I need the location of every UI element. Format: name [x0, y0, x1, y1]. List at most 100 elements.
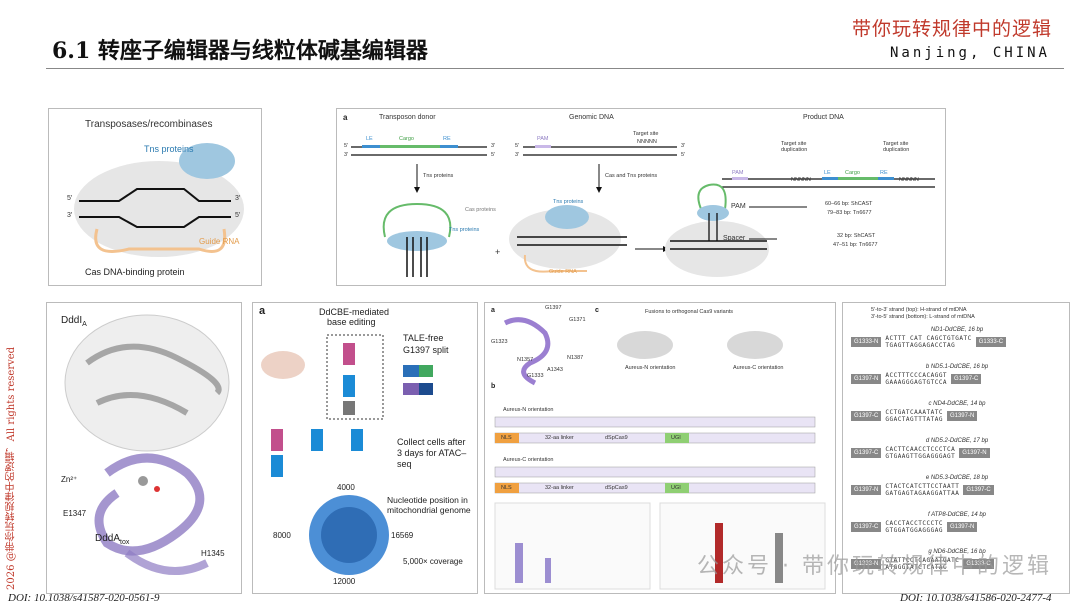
ddi-label-main: DddI [61, 315, 83, 326]
target-dup-label: Target site duplication [781, 141, 808, 153]
cargo-segment [380, 145, 440, 148]
residue-label: E1347 [63, 509, 87, 518]
dda-tox-label: DddAtox [95, 533, 129, 546]
sequence-name: c ND4-DdCBE, 14 bp [928, 401, 986, 407]
panel-letter: c [595, 307, 599, 314]
transposase-title: Transposases/recombinases [85, 119, 213, 130]
residue-label: G1371 [569, 317, 586, 323]
ugi-segment [665, 433, 689, 443]
cargo-label: Cargo [399, 136, 414, 142]
spacer-value: 47–51 bp: Tn6677 [833, 242, 878, 248]
column-heading: Transposon donor [379, 114, 436, 121]
le-segment [362, 145, 380, 148]
tns-protein-blob [179, 143, 235, 179]
integration-loop [697, 183, 727, 210]
le-label: LE [366, 136, 373, 142]
nls-segment [495, 433, 519, 443]
top-strand: CACCTACCTCCCTC [885, 520, 943, 527]
right-tale-box: G1397-N [959, 448, 990, 458]
coverage-label: 5,000× coverage [403, 557, 463, 566]
tns-proteins-label: Tns proteins [553, 199, 584, 205]
orientation-label: Aureus-N orientation [625, 365, 676, 371]
axis-tick: 12000 [333, 577, 356, 586]
left-tale-box: G1397-N [851, 485, 882, 495]
pam-value: 60–66 bp: ShCAST [825, 201, 873, 207]
sequence-name: f ATP8-DdCBE, 14 bp [927, 512, 987, 518]
right-tale-box: G1333-C [975, 337, 1007, 347]
nls-segment [495, 483, 519, 493]
sequence-name: d ND5.2-DdCBE, 17 bp [925, 438, 989, 444]
panel-letter: a [491, 307, 495, 314]
tale-label: G1397 split [403, 345, 449, 355]
linker-label: 32-aa linker [545, 435, 574, 441]
fusions-title: Fusions to orthogonal Cas9 variants [645, 309, 734, 315]
zinc-label: Zn²⁺ [61, 475, 78, 484]
top-strand: ACTTT CAT CAGCTGTGATC [885, 335, 972, 342]
bar [545, 558, 551, 583]
tale-icon [403, 383, 419, 395]
location-label: Nanjing, CHINA [889, 45, 1050, 61]
dda-tox-sub: tox [120, 539, 130, 546]
le-segment [822, 177, 838, 180]
panel-letter: a [343, 113, 348, 122]
cas-proteins-label: Cas proteins [465, 207, 496, 213]
fusion-panel: a c b Fusions to orthogonal Cas9 variant… [484, 302, 836, 594]
active-site [154, 486, 160, 492]
transposase-panel: Transposases/recombinases Tns proteins 5… [48, 108, 262, 286]
ddcbe-diagram [261, 334, 433, 575]
nls-label: NLS [501, 485, 512, 491]
strand-end-label: 5′ [344, 143, 349, 149]
arrow-label: Cas and Tns proteins [605, 173, 658, 179]
residue-label: G1333 [527, 373, 544, 379]
tns-proteins-label: Tns proteins [449, 227, 480, 233]
construct-bar [494, 432, 816, 444]
tale-icon [419, 383, 433, 395]
pam-row-label: PAM [731, 203, 746, 210]
dna-box [326, 334, 384, 420]
spacer-value: 32 bp: ShCAST [837, 233, 876, 239]
dna-base-pair [351, 429, 363, 451]
dda-ribbon [94, 453, 205, 556]
column-heading: Product DNA [803, 114, 844, 121]
end-label: 3′ [235, 195, 241, 202]
strand-end-label: 3′ [491, 143, 496, 149]
bottom-strand: TGAGTTAGGAGACCTAG [885, 342, 956, 349]
top-strand: CACTTCAACCTCCCTCA [885, 446, 956, 453]
ugi-label: UGI [671, 435, 681, 441]
target-dup-label: Target site duplication [883, 141, 910, 153]
end-label: 3′ [67, 212, 73, 219]
right-tale-box: G1333-C [963, 559, 994, 569]
title-divider [46, 68, 1064, 69]
left-tale-box: G1333-N [851, 559, 882, 569]
transposition-panel: a Transposon donor Genomic DNA Product D… [336, 108, 946, 286]
left-tale-box: G1397-N [851, 374, 882, 384]
bottom-strand: GTGAAGTTGGAGGGAGT [885, 453, 956, 460]
doi-left: DOI: 10.1038/s41587-020-0561-9 [8, 592, 160, 604]
arrow-label: Tns proteins [423, 173, 454, 179]
column-heading: Genomic DNA [569, 114, 614, 121]
pam-segment [535, 145, 551, 148]
nnnnn-label: NNNNN [791, 177, 811, 183]
coverage-plot-ring [321, 507, 377, 563]
tns-protein-blob [545, 205, 589, 229]
page-title: 6.1 转座子编辑器与线粒体碱基编辑器 [52, 38, 428, 64]
axis-tick: 4000 [337, 483, 355, 492]
linker-label: 32-aa linker [545, 485, 574, 491]
ddi-label-sub: A [82, 321, 87, 328]
left-tale-box: G1397-C [851, 522, 882, 532]
orientation-label: Aureus-C orientation [733, 365, 784, 371]
nnnnn-label: NNNNN [637, 139, 657, 145]
strand-end-label: 3′ [344, 152, 349, 158]
target-site-label: Target site [633, 131, 659, 137]
